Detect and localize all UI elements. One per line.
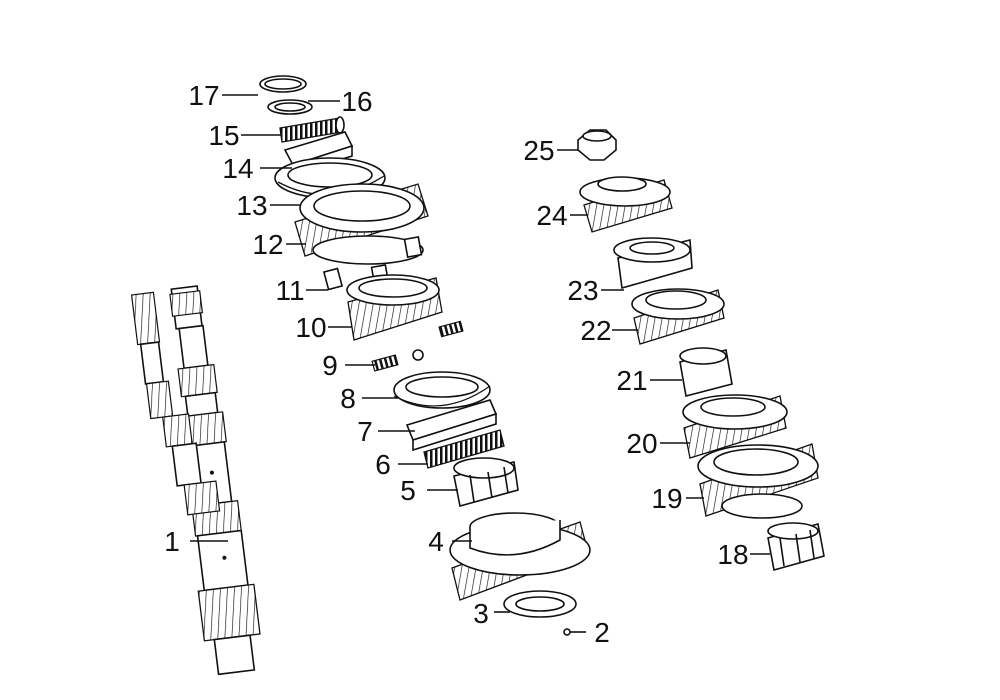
needle-bearing-part-15 <box>279 116 345 143</box>
bushing-part-7 <box>405 399 498 452</box>
thrust-washer-part-16 <box>267 99 313 115</box>
callout-1: 1 <box>164 526 180 557</box>
callout-14: 14 <box>222 153 253 184</box>
synchronizer-hub-part-10 <box>346 274 443 341</box>
callout-22: 22 <box>580 315 611 346</box>
callout-6: 6 <box>375 449 391 480</box>
callout-21: 21 <box>616 365 647 396</box>
gear-part-4 <box>449 512 591 601</box>
callout-4: 4 <box>428 526 444 557</box>
callout-16: 16 <box>341 86 372 117</box>
callout-18: 18 <box>717 539 748 570</box>
gear-part-20 <box>682 394 788 459</box>
callout-15: 15 <box>208 120 239 151</box>
nut-part-25 <box>577 129 617 161</box>
callout-11: 11 <box>275 275 304 306</box>
callout-2: 2 <box>594 617 610 648</box>
needle-bearing-part-6 <box>423 429 505 469</box>
callout-19: 19 <box>651 483 682 514</box>
callout-3: 3 <box>473 598 489 629</box>
snap-ring-part-17 <box>259 75 307 93</box>
main-shaft-part <box>169 285 261 676</box>
leader-lines <box>190 94 770 633</box>
callout-24: 24 <box>536 200 567 231</box>
callout-12: 12 <box>252 229 283 260</box>
callout-20: 20 <box>626 428 657 459</box>
callout-17: 17 <box>188 80 219 111</box>
callout-10: 10 <box>295 312 326 343</box>
synchronizer-ring-part-8 <box>393 371 491 409</box>
gear-part-19 <box>697 443 819 519</box>
sleeve-part-21 <box>679 347 733 397</box>
callout-labels: 1 2 3 4 5 6 7 8 9 10 11 12 13 14 15 16 1… <box>164 80 748 648</box>
callout-8: 8 <box>340 383 356 414</box>
callout-7: 7 <box>357 416 373 447</box>
spring-part-9 <box>371 320 464 372</box>
bearing-cage-part-18 <box>767 522 825 572</box>
gear-part-22 <box>631 288 725 345</box>
callout-23: 23 <box>567 275 598 306</box>
bearing-part-23 <box>613 237 693 290</box>
gear-part-24 <box>579 176 673 233</box>
callout-13: 13 <box>236 190 267 221</box>
gear-part-12 <box>294 183 429 265</box>
bearing-cage-part-5 <box>453 457 519 507</box>
shaft-spline-end <box>130 291 221 516</box>
callout-5: 5 <box>400 475 416 506</box>
thrust-washer-part-3 <box>503 590 577 618</box>
callout-9: 9 <box>322 350 338 381</box>
callout-25: 25 <box>523 135 554 166</box>
ball-part-2 <box>563 628 571 636</box>
